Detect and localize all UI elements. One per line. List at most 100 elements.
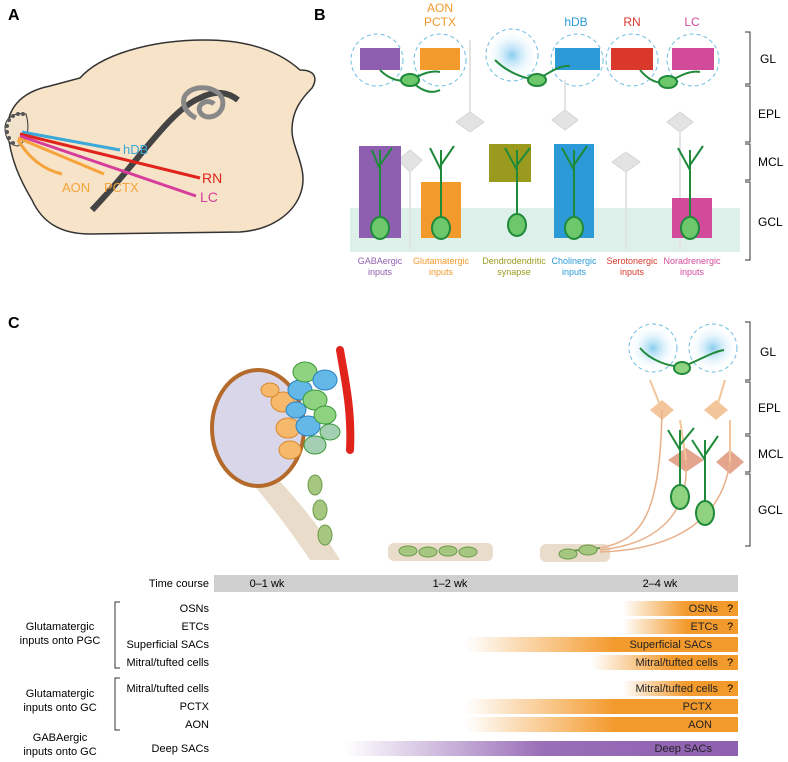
label-aon: AON (62, 180, 90, 195)
row-question-mark: ? (727, 683, 733, 695)
row-label: ETCs (182, 621, 210, 633)
layer-label-gcl: GCL (758, 215, 783, 229)
top-label-lc: LC (684, 15, 700, 29)
panel-b-layer-brackets (745, 31, 751, 261)
glomerulus (485, 28, 539, 82)
label-pctx: PCTX (104, 180, 139, 195)
row-label: Superficial SACs (126, 639, 209, 651)
lc-projection (19, 134, 197, 198)
row-label: Mitral/tufted cells (126, 657, 209, 669)
corpus-callosum (89, 90, 240, 213)
hdb-projection (21, 130, 121, 152)
group-label-line2: inputs onto GC (23, 746, 96, 758)
layer-label-mcl: MCL (758, 447, 784, 461)
row-bar (465, 699, 738, 714)
input-label-line2: synapse (497, 267, 531, 277)
bulb-dots (5, 112, 25, 145)
rms-segment-cells (398, 545, 478, 558)
input-label-line1: Glutamatergic (413, 256, 470, 266)
glomerulus (605, 33, 659, 87)
row-bar (591, 655, 738, 670)
input-label-line1: Dendrodendritic (482, 256, 546, 266)
group-label-line2: inputs onto PGC (20, 635, 101, 647)
row-bar-text: OSNs (689, 603, 719, 615)
time-period: 1–2 wk (433, 578, 468, 590)
group-label-line1: Glutamatergic (26, 621, 95, 633)
row-bar (465, 637, 738, 652)
input-label-line2: inputs (562, 267, 587, 277)
row-question-mark: ? (727, 621, 733, 633)
row-question-mark: ? (727, 657, 733, 669)
top-label-hdb: hDB (564, 15, 587, 29)
glomerulus (666, 33, 720, 87)
layer-label-gl: GL (760, 52, 776, 66)
pctx-projection (17, 136, 105, 176)
gl-box-gabaergic (360, 48, 400, 70)
row-label: Mitral/tufted cells (126, 683, 209, 695)
row-bar-text: Superficial SACs (629, 639, 712, 651)
layer-label-epl: EPL (758, 401, 781, 415)
input-label-line1: Noradrenergic (663, 256, 721, 266)
panel-b-input-labels: GABAergic inputs Glutamatergic inputs De… (358, 256, 721, 277)
panel-c-ob-illustration (540, 323, 744, 562)
row-bar (622, 681, 738, 696)
layer-label-gl: GL (760, 345, 776, 359)
group-labels: Glutamatergic inputs onto PGC Glutamater… (20, 621, 101, 758)
row-label: AON (185, 719, 209, 731)
row-label: Deep SACs (152, 743, 210, 755)
panel-b-letter: B (314, 7, 326, 24)
row-label: OSNs (180, 603, 210, 615)
group-label-line1: Glutamatergic (26, 688, 95, 700)
gl-box-cholinergic (555, 48, 600, 70)
panel-a-brain (4, 39, 316, 235)
group-label-line1: GABAergic (33, 732, 88, 744)
glomerulus (550, 33, 604, 87)
input-label-line1: Cholinergic (551, 256, 597, 266)
group-brackets (114, 601, 120, 731)
row-bar (465, 717, 738, 732)
row-question-mark: ? (727, 603, 733, 615)
gl-box-noradrenergic (672, 48, 714, 70)
top-label-aon: AON (427, 1, 453, 15)
bar-dendrodendritic (489, 144, 531, 182)
rms-cells (307, 474, 333, 546)
layer-label-gcl: GCL (758, 503, 783, 517)
panel-a-letter: A (8, 7, 20, 24)
label-lc: LC (200, 189, 218, 205)
time-course-label: Time course (149, 578, 209, 590)
row-bar-text: Mitral/tufted cells (635, 683, 718, 695)
time-course-bar (214, 575, 738, 592)
hippocampus-shape (181, 85, 226, 121)
panel-a-projections (16, 130, 201, 198)
panel-b-pgc (379, 59, 701, 93)
aon-projection (16, 139, 63, 176)
brain-outline (7, 39, 316, 235)
gl-box-serotonergic (611, 48, 653, 70)
group-label-line2: inputs onto GC (23, 702, 96, 714)
blood-vessel (336, 346, 355, 454)
input-label-line2: inputs (368, 267, 393, 277)
top-label-pctx: PCTX (424, 15, 456, 29)
time-period: 2–4 wk (643, 578, 678, 590)
gl-box-glutamatergic (420, 48, 460, 70)
input-label-line1: Serotonergic (606, 256, 658, 266)
svz-cells (260, 361, 341, 460)
time-period: 0–1 wk (250, 578, 285, 590)
row-bar (345, 741, 738, 756)
layer-label-mcl: MCL (758, 155, 784, 169)
row-bar (622, 601, 738, 616)
rn-projection (19, 132, 201, 180)
glomerulus (413, 33, 467, 87)
top-label-rn: RN (623, 15, 640, 29)
row-bar-text: Deep SACs (655, 743, 713, 755)
panel-b-mitral-cells (397, 40, 694, 250)
row-label: PCTX (180, 701, 210, 713)
layer-label-epl: EPL (758, 107, 781, 121)
input-label-line1: GABAergic (358, 256, 403, 266)
input-label-line2: inputs (429, 267, 454, 277)
panel-b-glomeruli (350, 28, 720, 87)
input-label-line2: inputs (680, 267, 705, 277)
label-rn: RN (202, 170, 222, 186)
